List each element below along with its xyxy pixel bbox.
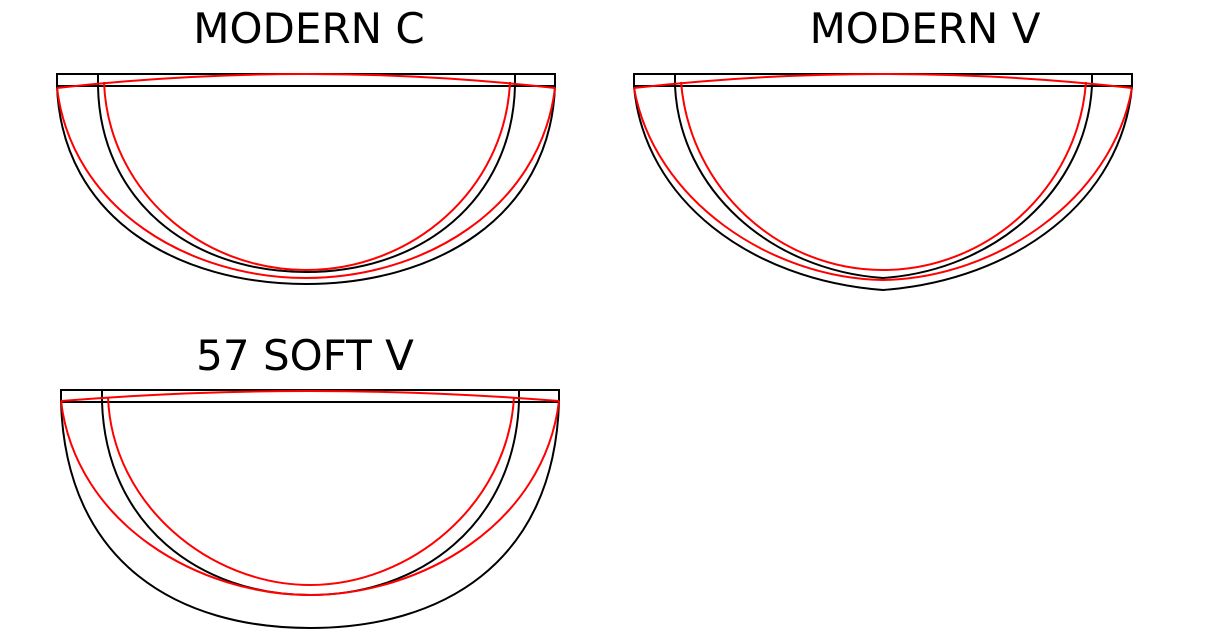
- outer-profile-red: [60, 400, 560, 597]
- neck-profile-diagram: [633, 73, 1133, 292]
- inner-profile-red: [107, 396, 515, 587]
- neck-profile-diagram: [56, 73, 556, 286]
- profile-panel-modern-c: MODERN C: [0, 0, 610, 310]
- inner-profile-red: [103, 81, 511, 272]
- profile-title: 57 SOFT V: [196, 331, 414, 380]
- profile-title: MODERN C: [193, 4, 425, 53]
- neck-profile-diagram: [60, 389, 560, 630]
- outer-profile-red: [56, 87, 556, 280]
- top-arc-red: [60, 390, 560, 402]
- outer-profile-red: [633, 87, 1133, 282]
- profile-panel-57-soft-v: 57 SOFT V: [0, 325, 620, 644]
- outer-profile-black: [633, 85, 1133, 292]
- top-arc-red: [633, 73, 1133, 89]
- outer-profile-black: [60, 401, 560, 630]
- inner-profile-black: [97, 85, 516, 274]
- inner-profile-black: [101, 401, 520, 597]
- profile-panel-modern-v: MODERN V: [600, 0, 1210, 310]
- top-arc-red: [56, 73, 556, 89]
- inner-profile-black: [674, 85, 1093, 280]
- inner-profile-red: [680, 81, 1087, 272]
- profile-title: MODERN V: [809, 4, 1041, 53]
- outer-profile-black: [56, 85, 556, 286]
